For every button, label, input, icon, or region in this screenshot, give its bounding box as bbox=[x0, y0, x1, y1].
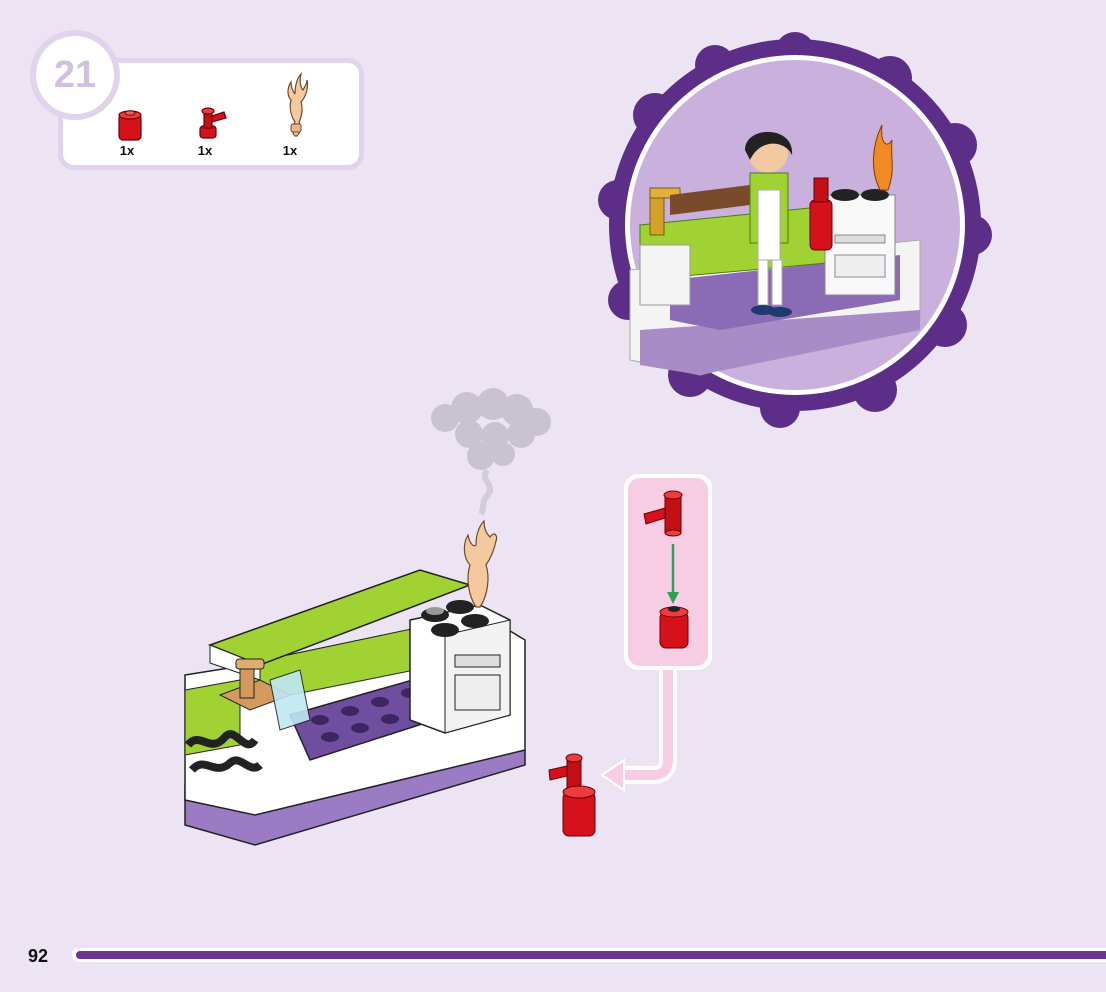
extinguisher-head-icon bbox=[199, 107, 227, 139]
step-number-badge: 21 bbox=[30, 30, 120, 120]
fire-extinguisher-assembled bbox=[548, 753, 596, 837]
sub-assembly-callout bbox=[600, 474, 712, 792]
step-number: 21 bbox=[53, 53, 97, 96]
smoke-icon bbox=[431, 388, 551, 516]
arrow-icon bbox=[600, 758, 625, 792]
page-number: 92 bbox=[28, 946, 49, 966]
part-qty-2: 1x bbox=[197, 143, 213, 158]
part-qty-3: 1x bbox=[282, 143, 298, 158]
footer-bar bbox=[76, 951, 1106, 959]
part-qty-1: 1x bbox=[119, 143, 135, 158]
preview-circle bbox=[598, 32, 992, 428]
round-brick-icon bbox=[118, 110, 142, 141]
flame-icon bbox=[287, 72, 309, 137]
main-build-model bbox=[184, 519, 526, 846]
